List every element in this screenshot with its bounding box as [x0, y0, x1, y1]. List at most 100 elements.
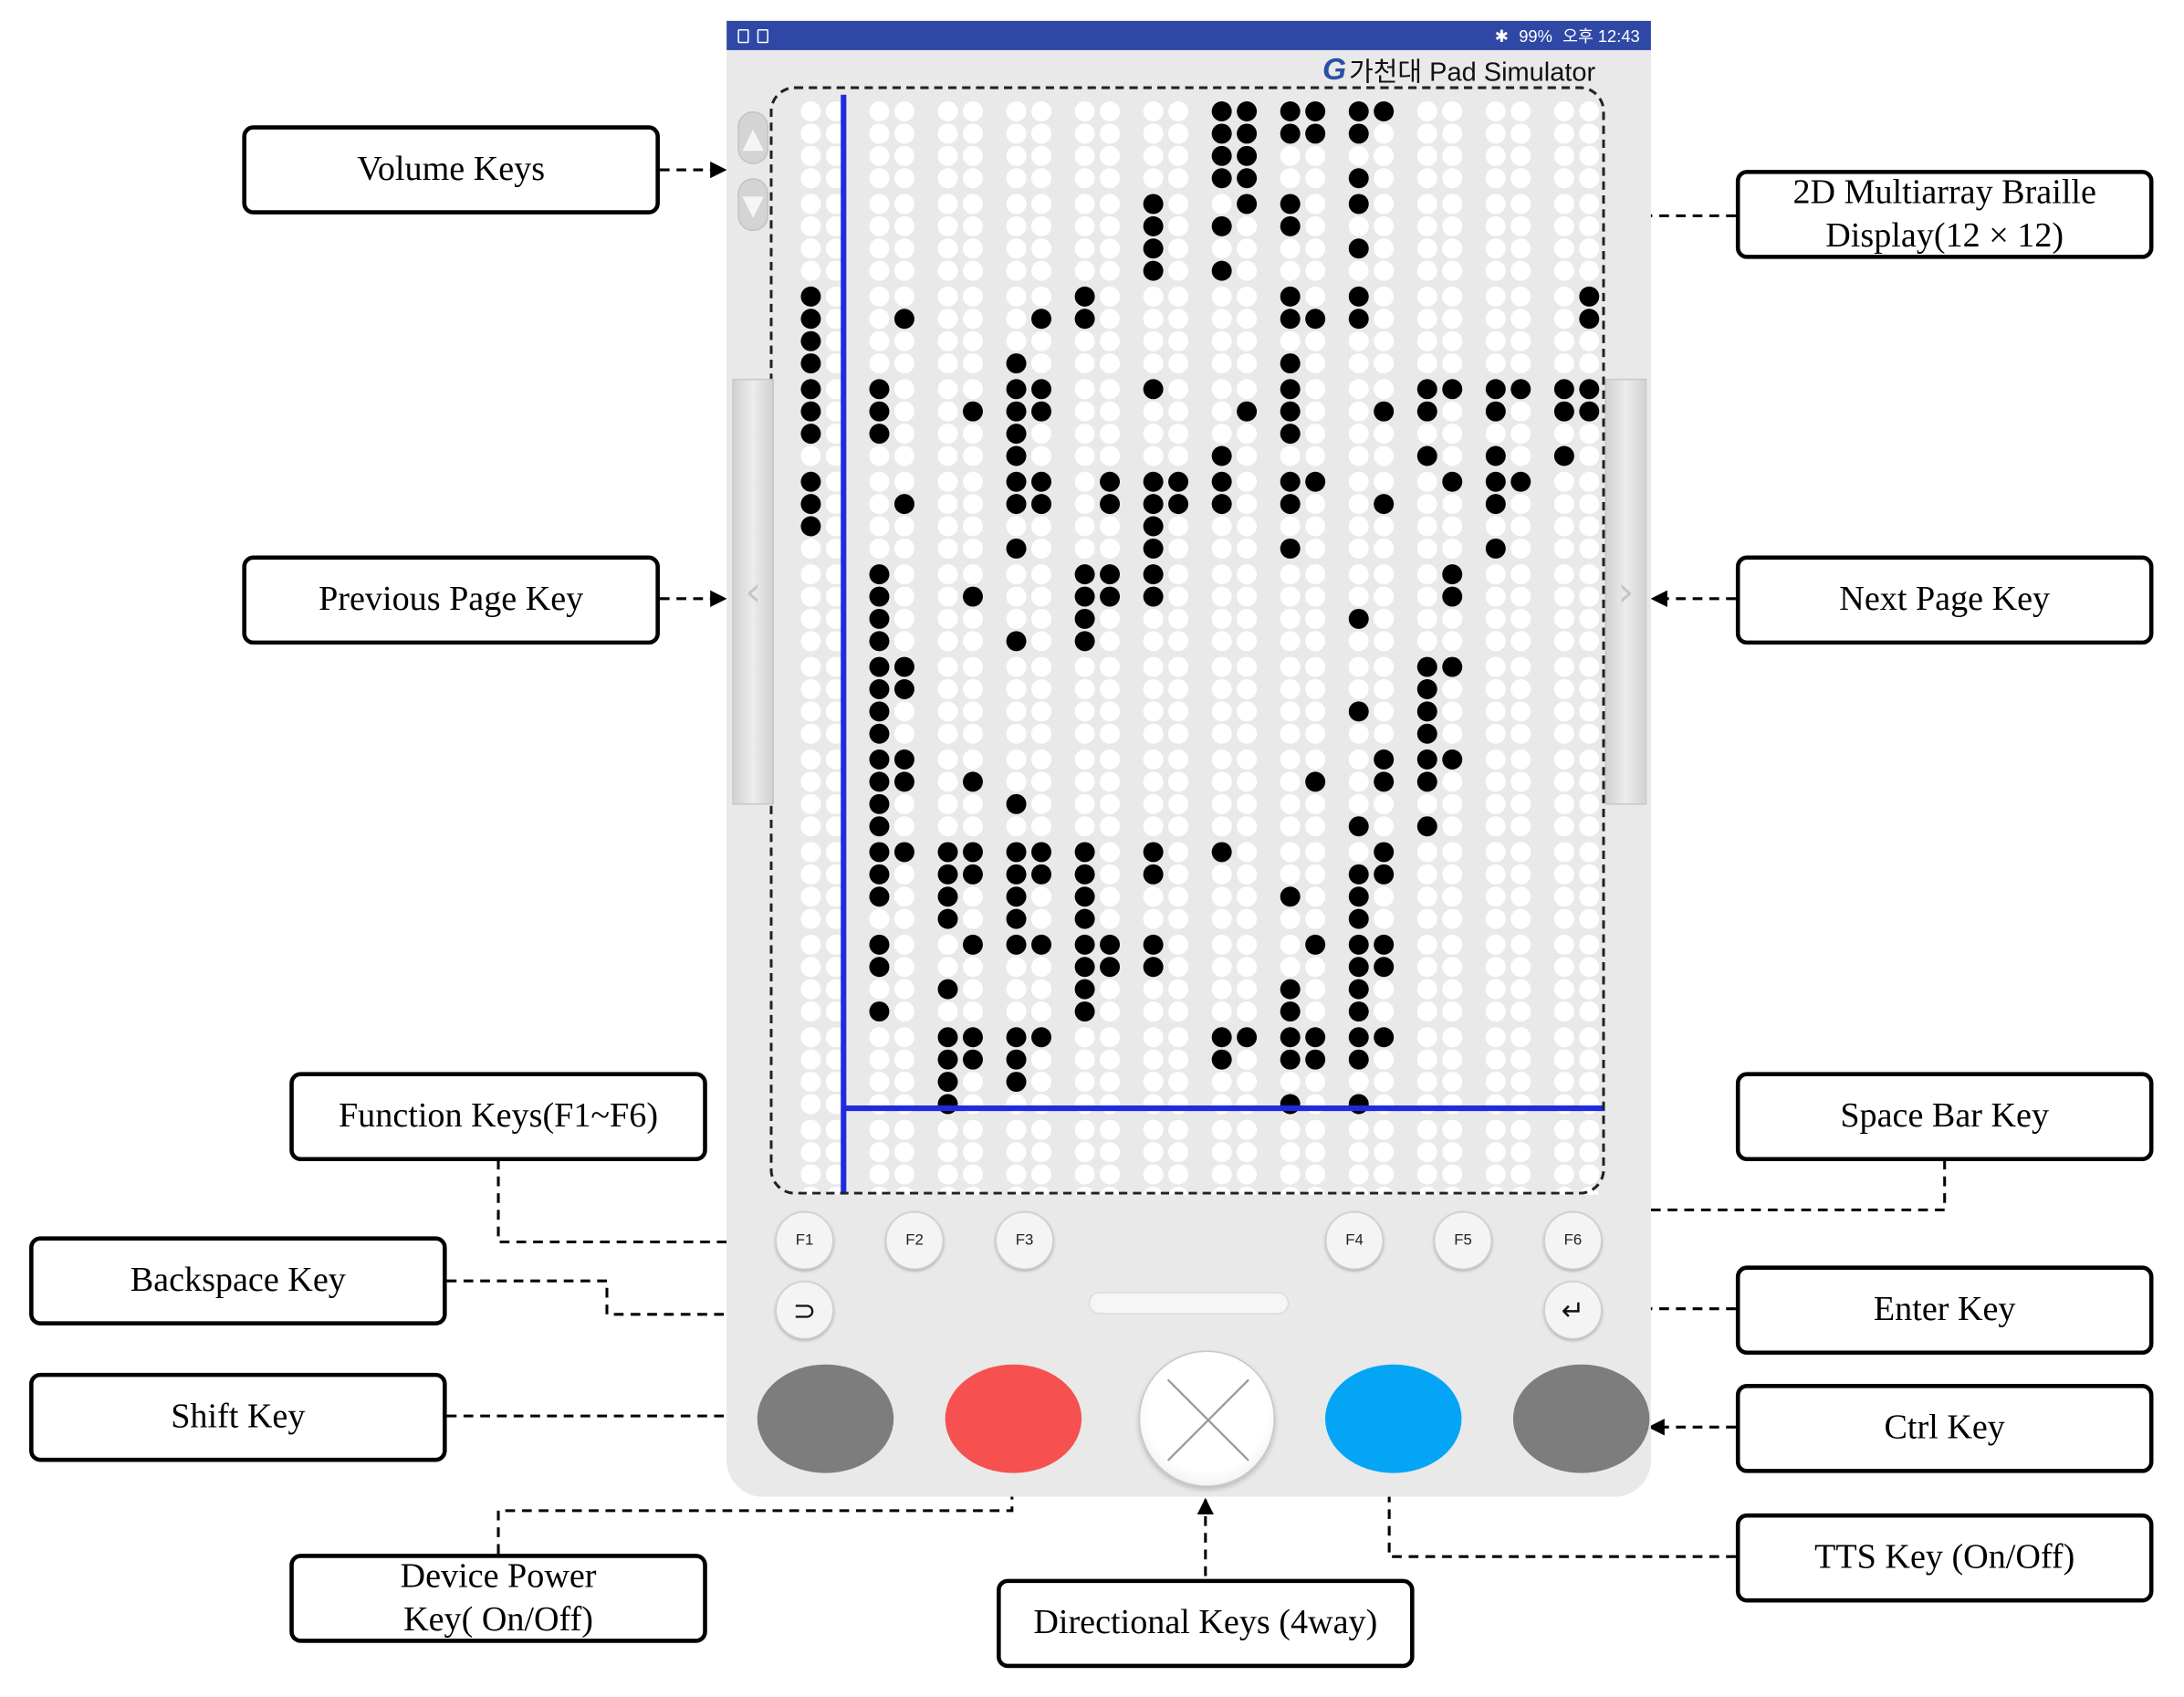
braille-pin [800, 194, 821, 215]
braille-pin [1237, 631, 1258, 652]
braille-pin [1553, 260, 1574, 281]
braille-pin [800, 1142, 821, 1163]
braille-pin [1510, 1119, 1531, 1140]
braille-pin-raised [1416, 771, 1437, 792]
braille-pin [1553, 631, 1574, 652]
braille-display[interactable] [769, 87, 1605, 1195]
braille-pin [1006, 1142, 1027, 1163]
braille-pin [1031, 631, 1051, 652]
braille-pin-raised [1031, 864, 1051, 885]
next-page-button[interactable]: › [1604, 378, 1647, 805]
braille-pin-raised [869, 424, 890, 445]
braille-pin [1031, 424, 1051, 445]
braille-pin [1416, 957, 1437, 978]
braille-pin [1305, 979, 1326, 1000]
braille-pin [1305, 1164, 1326, 1185]
f5-key[interactable]: F5 [1433, 1210, 1493, 1270]
braille-pin [1006, 771, 1027, 792]
braille-pin [937, 101, 958, 121]
braille-pin [1237, 238, 1258, 259]
ctrl-button[interactable] [1512, 1364, 1650, 1473]
braille-pin [1237, 445, 1258, 466]
braille-pin [1442, 424, 1463, 445]
braille-pin-raised [1211, 101, 1232, 121]
braille-pin [1442, 908, 1463, 929]
callout-device-power-line1: Device Power [400, 1557, 597, 1596]
braille-pin [1416, 286, 1437, 307]
braille-pin [1280, 631, 1301, 652]
braille-pin [1280, 608, 1301, 629]
braille-pin [1031, 445, 1051, 466]
braille-pin [1237, 656, 1258, 677]
previous-page-button[interactable]: ‹ [732, 378, 775, 805]
braille-pin [1442, 842, 1463, 863]
braille-pin [1510, 564, 1531, 585]
braille-pin [1553, 1119, 1574, 1140]
braille-pin [1416, 793, 1437, 814]
braille-pin [1442, 238, 1463, 259]
braille-pin-raised [1237, 401, 1258, 422]
braille-pin-raised [1143, 564, 1164, 585]
braille-pin [800, 1119, 821, 1140]
braille-pin [1579, 1001, 1600, 1022]
f3-key[interactable]: F3 [995, 1210, 1054, 1270]
braille-pin [1553, 330, 1574, 351]
braille-pin [1442, 194, 1463, 215]
braille-pin [1211, 608, 1232, 629]
shift-button[interactable] [757, 1364, 894, 1473]
f4-key[interactable]: F4 [1324, 1210, 1385, 1270]
braille-pin-raised [937, 1027, 958, 1048]
f2-key[interactable]: F2 [885, 1210, 945, 1270]
tts-button[interactable] [1324, 1364, 1462, 1473]
braille-pin-raised [962, 842, 983, 863]
dpad-cross-icon [1166, 1378, 1249, 1461]
braille-pin [937, 494, 958, 515]
braille-pin [1510, 353, 1531, 374]
braille-pin [1211, 516, 1232, 537]
braille-pin [1374, 309, 1395, 330]
braille-pin [1348, 793, 1369, 814]
braille-pin [1237, 1072, 1258, 1093]
braille-pin [1100, 145, 1121, 166]
braille-pin-raised [1348, 886, 1369, 907]
volume-down-button[interactable]: ▼ [737, 178, 768, 232]
enter-button[interactable]: ↵ [1543, 1281, 1603, 1340]
braille-pin-raised [1416, 749, 1437, 770]
braille-pin-raised [1348, 1027, 1369, 1048]
braille-pin [1305, 886, 1326, 907]
braille-pin [937, 934, 958, 955]
braille-pin [1100, 401, 1121, 422]
braille-pin [962, 194, 983, 215]
braille-pin [1237, 424, 1258, 445]
f6-key[interactable]: F6 [1543, 1210, 1603, 1270]
callout-previous-page-key: Previous Page Key [242, 555, 660, 645]
braille-pin [1416, 538, 1437, 559]
braille-pin [1374, 330, 1395, 351]
braille-pin [1031, 1142, 1051, 1163]
braille-pin [893, 864, 914, 885]
directional-pad[interactable] [1138, 1350, 1276, 1487]
braille-pin-raised [1100, 564, 1121, 585]
status-bar: ✱ 99% 오후 12:43 [726, 20, 1651, 50]
braille-pin [1168, 215, 1189, 236]
braille-pin [1374, 793, 1395, 814]
braille-pin [1305, 678, 1326, 699]
braille-pin [869, 516, 890, 537]
braille-pin [1100, 842, 1121, 863]
braille-pin [893, 445, 914, 466]
backspace-button[interactable]: ⊃ [775, 1281, 834, 1340]
braille-pin [1031, 771, 1051, 792]
f1-key[interactable]: F1 [775, 1210, 834, 1270]
braille-pin [1100, 330, 1121, 351]
braille-pin [962, 168, 983, 189]
power-button[interactable] [945, 1364, 1082, 1473]
braille-pin [1168, 1072, 1189, 1093]
volume-up-button[interactable]: ▲ [737, 111, 768, 164]
braille-pin [962, 215, 983, 236]
braille-pin [1168, 260, 1189, 281]
braille-pin [962, 379, 983, 400]
space-bar-button[interactable] [1088, 1292, 1290, 1315]
braille-pin [1280, 330, 1301, 351]
braille-pin-raised [1442, 586, 1463, 607]
braille-pin [1553, 908, 1574, 929]
